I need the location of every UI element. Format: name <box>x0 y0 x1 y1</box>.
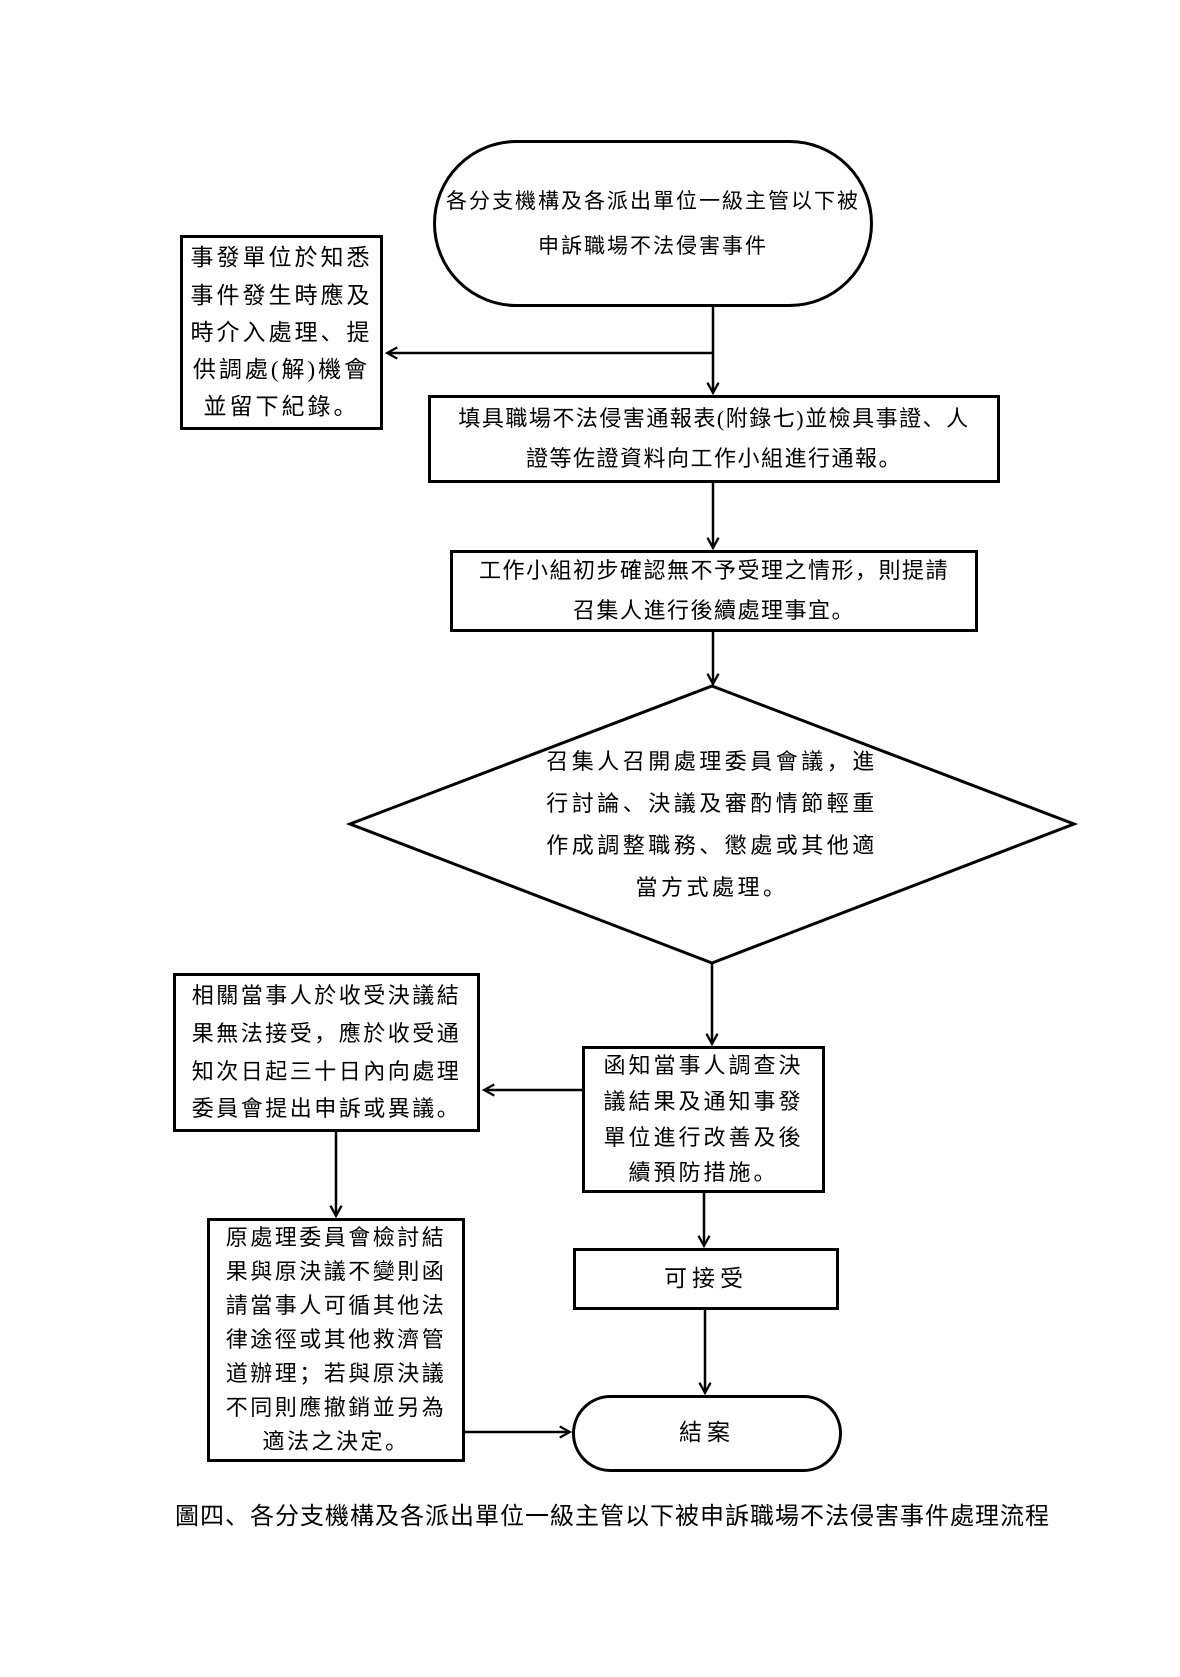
node-report-text: 填具職場不法侵害通報表(附錄七)並檢具事證、人 證等佐證資料向工作小組進行通報。 <box>458 406 970 471</box>
node-workgroup-confirm-text: 工作小組初步確認無不予受理之情形，則提請 召集人進行後續處理事宜。 <box>478 558 949 623</box>
node-report: 填具職場不法侵害通報表(附錄七)並檢具事證、人 證等佐證資料向工作小組進行通報。 <box>428 395 1000 483</box>
node-start-text: 各分支機構及各派出單位一級主管以下被 申訴職場不法侵害事件 <box>446 189 860 258</box>
node-close-terminator: 結案 <box>572 1395 842 1472</box>
node-early-intervention: 事發單位於知悉 事件發生時應及 時介入處理、提 供調處(解)機會 並留下紀錄。 <box>180 235 383 430</box>
figure-caption: 圖四、各分支機構及各派出單位一級主管以下被申訴職場不法侵害事件處理流程 <box>175 1504 1050 1530</box>
node-notify-result-text: 函知當事人調查決 議結果及通知事發 單位進行改善及後 續預防措施。 <box>603 1053 804 1186</box>
node-review: 原處理委員會檢討結 果與原決議不變則函 請當事人可循其他法 律途徑或其他救濟管 … <box>207 1218 465 1462</box>
node-appeal-text: 相關當事人於收受決議結 果無法接受，應於收受通 知次日起三十日內向處理 委員會提… <box>191 982 462 1122</box>
node-review-text: 原處理委員會檢討結 果與原決議不變則函 請當事人可循其他法 律途徑或其他救濟管 … <box>225 1224 447 1455</box>
node-acceptable: 可接受 <box>573 1248 839 1310</box>
node-committee-decision-text: 召集人召開處理委員會議，進 行討論、決議及審酌情節輕重 作成調整職務、懲處或其他… <box>546 749 878 900</box>
node-close-terminator-text: 結案 <box>679 1420 735 1446</box>
node-committee-decision: 召集人召開處理委員會議，進 行討論、決議及審酌情節輕重 作成調整職務、懲處或其他… <box>502 710 922 940</box>
node-notify-result: 函知當事人調查決 議結果及通知事發 單位進行改善及後 續預防措施。 <box>582 1046 825 1193</box>
node-start-terminator: 各分支機構及各派出單位一級主管以下被 申訴職場不法侵害事件 <box>433 140 873 307</box>
node-early-intervention-text: 事發單位於知悉 事件發生時應及 時介入處理、提 供調處(解)機會 並留下紀錄。 <box>190 245 373 420</box>
node-acceptable-text: 可接受 <box>664 1265 748 1291</box>
node-workgroup-confirm: 工作小組初步確認無不予受理之情形，則提請 召集人進行後續處理事宜。 <box>450 550 978 632</box>
node-appeal: 相關當事人於收受決議結 果無法接受，應於收受通 知次日起三十日內向處理 委員會提… <box>173 973 480 1132</box>
